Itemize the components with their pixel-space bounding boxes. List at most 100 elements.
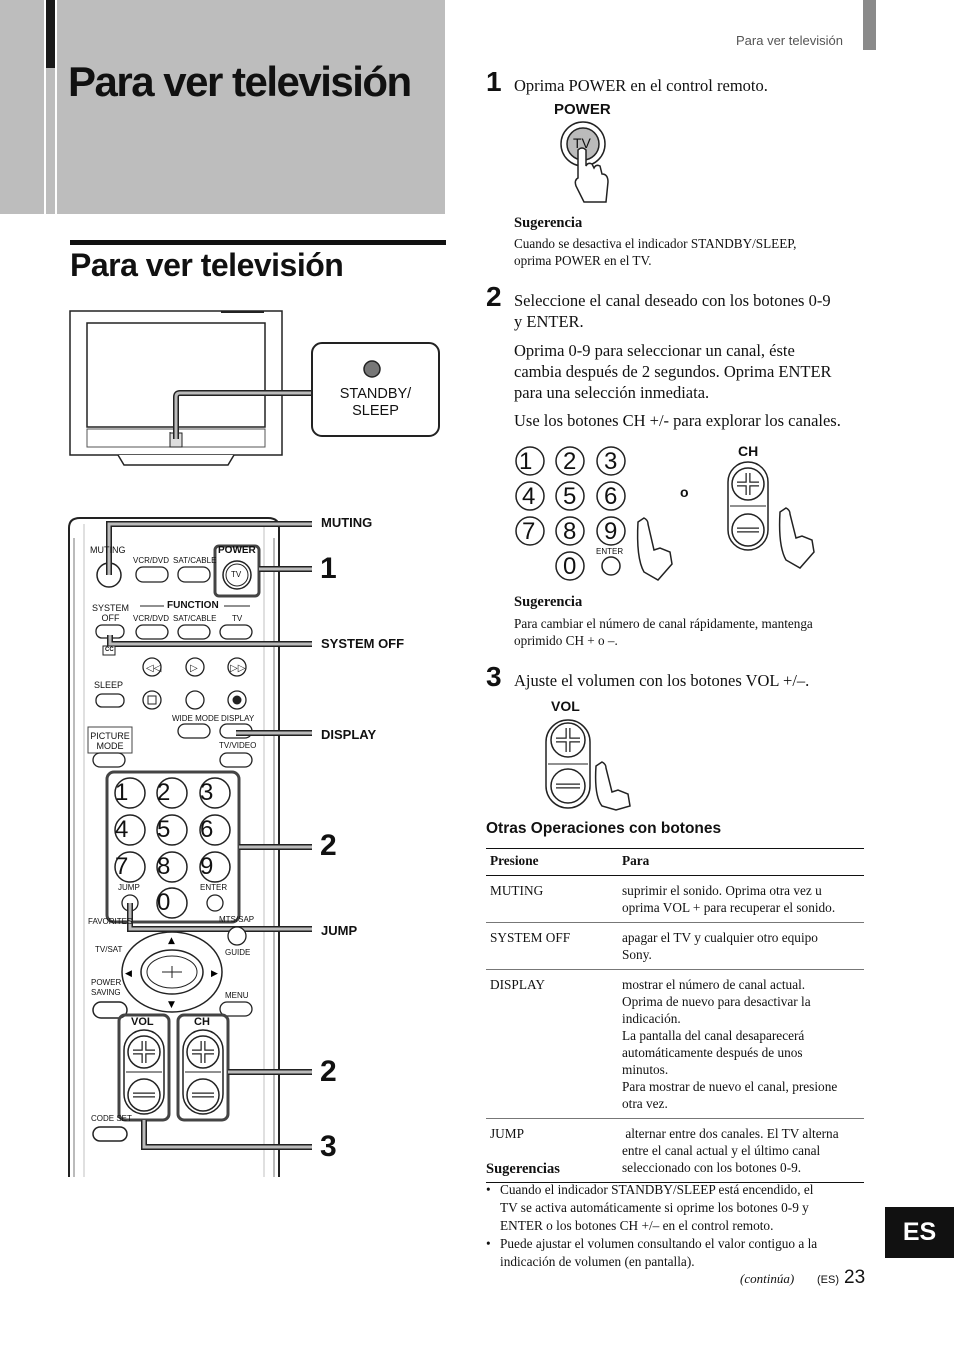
step-1-text: Oprima POWER en el control remoto. xyxy=(514,76,768,95)
remote-label-tv-video: TV/VIDEO xyxy=(219,741,257,750)
step-1-tip-text: Cuando se desactiva el indicador STANDBY… xyxy=(514,236,797,268)
chapter-header-band xyxy=(0,0,445,214)
continues-note: (continúa) xyxy=(740,1271,795,1286)
remote-label-fn-sat-cable: SAT/CABLE xyxy=(173,614,217,623)
remote-label-menu: MENU xyxy=(225,991,249,1000)
step-2-para-3: Use los botones CH +/- para explorar los… xyxy=(514,411,841,430)
footer-lang: (ES) xyxy=(817,1274,839,1286)
remote-label-favorites: FAVORITES xyxy=(88,917,133,926)
keypad-0: 0 xyxy=(563,553,577,580)
svg-text:▼: ▼ xyxy=(168,1000,175,1010)
svg-text:◀: ◀ xyxy=(125,969,132,979)
keypad-6: 6 xyxy=(604,483,618,510)
callout-system-off: SYSTEM OFF xyxy=(321,636,405,651)
ch-figure-label: CH xyxy=(738,443,759,459)
step-3-text: Ajuste el volumen con los botones VOL +/… xyxy=(514,671,810,690)
remote-key-3: 3 xyxy=(200,779,214,806)
callout-step-2a: 2 xyxy=(320,829,337,862)
remote-label-fn-tv: TV xyxy=(232,614,243,623)
power-figure-label: POWER xyxy=(554,101,611,118)
keypad-4: 4 xyxy=(522,483,536,510)
remote-label-fn-vcr-dvd: VCR/DVD xyxy=(133,614,170,623)
ops-col-press: Presione xyxy=(486,848,618,876)
remote-label-ch: CH xyxy=(194,1016,210,1028)
list-item: Cuando el indicador STANDBY/SLEEP está e… xyxy=(486,1181,858,1235)
tips-title: Sugerencias xyxy=(486,1161,560,1177)
keypad-ch-figure xyxy=(515,446,815,581)
page-number: 23 xyxy=(844,1267,866,1288)
remote-label-wide-mode: WIDE MODE xyxy=(172,714,220,723)
step-1-tip-title: Sugerencia xyxy=(514,215,583,231)
remote-label-display: DISPLAY xyxy=(221,714,255,723)
keypad-2: 2 xyxy=(563,448,577,475)
or-word: o xyxy=(680,484,689,500)
step-2-number: 2 xyxy=(486,281,502,312)
remote-label-vol: VOL xyxy=(131,1016,154,1028)
ops-table-heading: Otras Operaciones con botones xyxy=(486,820,722,837)
list-item: Puede ajustar el volumen consultando el … xyxy=(486,1235,858,1271)
keypad-5: 5 xyxy=(563,483,577,510)
remote-tv-button-label: TV xyxy=(231,570,242,579)
remote-label-function: FUNCTION xyxy=(167,600,219,611)
step-3-number: 3 xyxy=(486,661,502,692)
svg-text:◁◁: ◁◁ xyxy=(146,663,162,674)
table-row: SYSTEM OFF apagar el TV y cualquier otro… xyxy=(486,922,864,970)
remote-label-tv-sat: TV/SAT xyxy=(95,945,123,954)
tv-illustration xyxy=(69,310,440,466)
remote-key-7: 7 xyxy=(115,853,129,880)
remote-label-enter: ENTER xyxy=(200,883,228,892)
standby-sleep-label: STANDBY/ SLEEP xyxy=(339,386,412,419)
remote-key-0: 0 xyxy=(157,889,171,916)
remote-label-jump: JUMP xyxy=(118,883,140,892)
remote-label-guide: GUIDE xyxy=(225,948,251,957)
remote-label-mts-sap: MTS/SAP xyxy=(219,915,255,924)
cc-icon: CC xyxy=(105,647,114,653)
vol-button-figure xyxy=(545,719,631,811)
keypad-8: 8 xyxy=(563,518,577,545)
remote-key-5: 5 xyxy=(157,816,171,843)
callout-step-3: 3 xyxy=(320,1130,337,1163)
language-tab: ES xyxy=(885,1207,954,1258)
remote-key-4: 4 xyxy=(115,816,129,843)
svg-text:▶: ▶ xyxy=(211,969,218,979)
remote-label-sat-cable: SAT/CABLE xyxy=(173,556,217,565)
section-title: Para ver televisión xyxy=(70,247,344,283)
power-button-figure xyxy=(560,121,609,203)
callout-step-2b: 2 xyxy=(320,1055,337,1088)
keypad-enter-label: ENTER xyxy=(596,547,624,556)
chapter-title: Para ver televisión xyxy=(68,58,412,105)
remote-key-1: 1 xyxy=(115,779,129,806)
section-rule xyxy=(70,240,446,245)
step-2-tip-title: Sugerencia xyxy=(514,594,583,610)
running-head-bar xyxy=(863,0,876,50)
keypad-1: 1 xyxy=(519,448,533,475)
table-row: MUTING suprimir el sonido. Oprima otra v… xyxy=(486,875,864,923)
table-row: DISPLAY mostrar el número de canal actua… xyxy=(486,969,864,1119)
step-2-text: Seleccione el canal deseado con los boto… xyxy=(514,291,831,331)
remote-label-code-set: CODE SET xyxy=(91,1114,132,1123)
callout-muting: MUTING xyxy=(321,515,373,530)
remote-control-illustration: ◁◁ ▷ ▷▷ ▲ ▼ ◀ ▶ xyxy=(68,517,312,1177)
remote-label-power: POWER xyxy=(218,545,256,556)
callout-jump: JUMP xyxy=(321,923,358,938)
running-head: Para ver televisión xyxy=(736,33,843,48)
ops-col-for: Para xyxy=(618,848,864,876)
keypad-3: 3 xyxy=(604,448,618,475)
remote-label-muting: MUTING xyxy=(90,545,126,555)
ops-table: Presione Para MUTING suprimir el sonido.… xyxy=(486,848,864,1183)
svg-text:▷: ▷ xyxy=(190,663,198,674)
remote-key-6: 6 xyxy=(200,816,214,843)
remote-label-sleep: SLEEP xyxy=(94,680,124,690)
callout-display: DISPLAY xyxy=(321,727,377,742)
remote-key-8: 8 xyxy=(157,853,171,880)
vol-figure-label: VOL xyxy=(551,698,580,714)
tips-list: Cuando el indicador STANDBY/SLEEP está e… xyxy=(486,1181,858,1271)
remote-key-9: 9 xyxy=(200,853,214,880)
power-figure-button-text: TV xyxy=(573,135,591,151)
remote-key-2: 2 xyxy=(157,779,171,806)
remote-label-vcr-dvd: VCR/DVD xyxy=(133,556,170,565)
svg-text:▷▷: ▷▷ xyxy=(230,663,246,674)
